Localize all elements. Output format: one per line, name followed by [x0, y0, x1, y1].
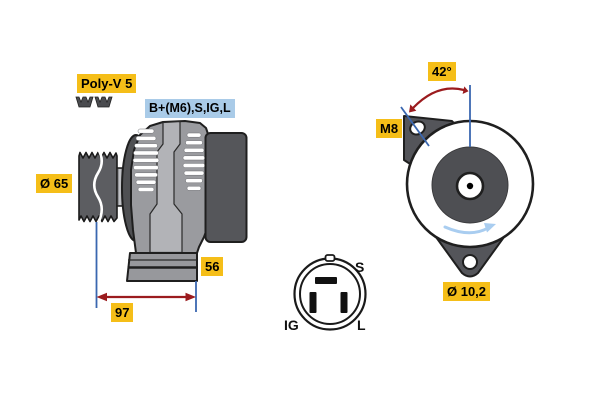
m8-axis-line	[400, 106, 430, 147]
overall-length-label: 97	[111, 303, 134, 322]
thread-size-label: M8	[376, 119, 403, 138]
mount-depth-label: 56	[201, 257, 224, 276]
dim-line-97	[95, 222, 197, 312]
rear-cover	[204, 132, 248, 243]
side-view	[75, 96, 248, 312]
connector-view	[293, 254, 367, 331]
belt-profile-icon	[75, 96, 113, 108]
connector-housing-inner	[299, 263, 361, 325]
connector-pin-right	[340, 292, 348, 313]
vent-slots-rear	[182, 132, 206, 191]
mount-angle-label: 42°	[428, 62, 456, 81]
dimension-arrow-icon	[96, 292, 107, 302]
dimension-arrow-icon	[185, 292, 196, 302]
shaft-center-dot	[466, 182, 474, 190]
connector-pin-left	[309, 292, 317, 313]
pulley-diameter-label: Ø 65	[36, 174, 73, 193]
connector-pin-ig-label: IG	[284, 317, 299, 333]
connector-key-notch	[324, 254, 336, 262]
vent-slots-front	[132, 128, 160, 192]
mounting-foot	[126, 252, 198, 282]
mount-hole-diameter-label: Ø 10,2	[443, 282, 491, 301]
pulley-break-line	[92, 147, 104, 226]
belt-type-label: Poly-V 5	[77, 74, 137, 93]
angle-arc-arrow-icon	[409, 86, 469, 113]
rotation-direction-arrow-icon	[443, 223, 496, 235]
connector-pin-top	[315, 277, 337, 284]
terminal-designation-label: B+(M6),S,IG,L	[145, 99, 235, 118]
rear-view	[400, 85, 535, 278]
pulley	[78, 147, 118, 226]
mounting-hole	[462, 254, 478, 270]
connector-pin-s-label: S	[355, 259, 365, 275]
connector-pin-l-label: L	[357, 317, 366, 333]
